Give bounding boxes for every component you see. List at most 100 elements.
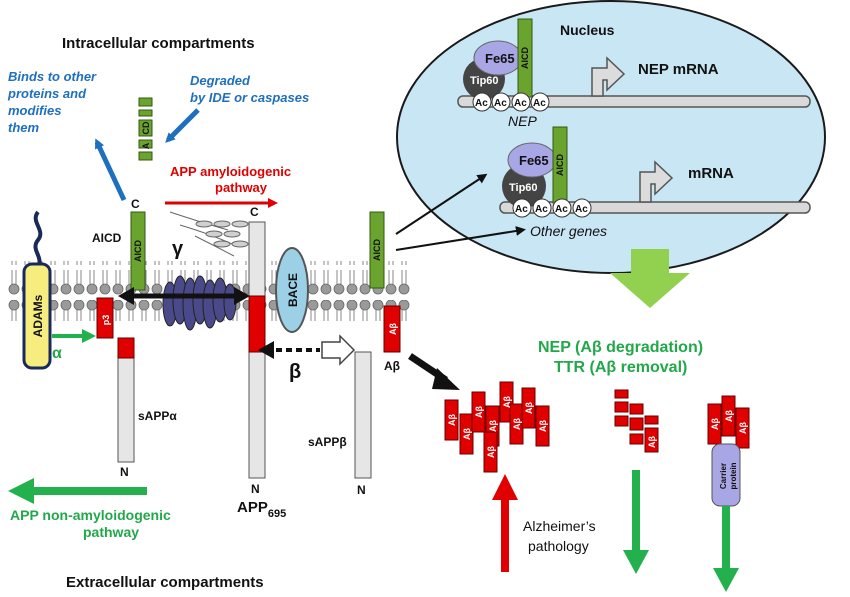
aicd-right-label: AICD [372, 239, 382, 261]
gamma-label: γ [172, 238, 184, 260]
gamma-secretase [162, 275, 237, 331]
svg-text:Ac: Ac [494, 98, 507, 109]
aicd-nuclear-bottom-label: AICD [555, 154, 565, 176]
degraded-note: Degraded by IDE or caspases [190, 73, 309, 105]
amyloidogenic-label-2: pathway [215, 180, 268, 195]
abeta-carrier-complex: Aβ Aβ Aβ Carrier protein [707, 395, 750, 507]
sappa-red-tip [117, 337, 135, 359]
svg-text:Aβ: Aβ [488, 420, 498, 432]
p3-fragment [96, 297, 114, 339]
abeta-label: Aβ [384, 359, 400, 373]
c-left-label: C [131, 197, 140, 211]
sappb-rod [354, 351, 372, 479]
gamma-cleavage-arrow [118, 287, 250, 305]
svg-text:Aβ: Aβ [512, 418, 522, 430]
aicd-left [130, 211, 146, 291]
aicd-left-label: AICD [133, 240, 143, 262]
nep-removal-arrow-head [623, 550, 649, 574]
alpha-label: α [52, 345, 62, 362]
svg-text:Aβ: Aβ [538, 420, 548, 432]
gamma-fragments [169, 211, 249, 257]
bace-shape [275, 247, 309, 333]
extracellular-header: Extracellular compartments [66, 574, 264, 591]
binds-note: Binds to other proteins and modifies the… [7, 69, 97, 135]
svg-text:protein: protein [729, 462, 738, 489]
svg-text:Aβ: Aβ [738, 422, 748, 434]
abeta-aggregate: Aβ Aβ Aβ Aβ Aβ Aβ Aβ Aβ Aβ [444, 381, 550, 473]
n-right-label: N [357, 483, 366, 497]
svg-text:Degraded: Degraded [190, 73, 251, 88]
svg-text:modifies: modifies [8, 103, 61, 118]
aicd-to-nep-arrow [395, 173, 488, 235]
non-amyloidogenic-arrow-head [8, 478, 34, 504]
alzheimers-arrow-head [492, 474, 518, 500]
ttr-removal-arrow-head [713, 568, 739, 592]
beta-cleavage-arrow [258, 334, 356, 366]
abeta-membrane-label: Aβ [388, 323, 398, 335]
transcription-arrow-nep [591, 56, 626, 97]
app695-abeta-domain [248, 295, 266, 353]
fe65-top-label: Fe65 [485, 51, 515, 66]
ac-group-bottom: Ac Ac Ac Ac [512, 198, 592, 218]
svg-text:CD: CD [141, 121, 151, 134]
svg-text:Aβ: Aβ [647, 436, 657, 448]
beta-label: β [289, 361, 301, 383]
svg-text:Aβ: Aβ [474, 406, 484, 418]
bace-label: BACE [286, 273, 300, 307]
nucleus-output-arrow [610, 249, 690, 308]
non-amyloidogenic-label-2: pathway [83, 524, 139, 540]
nep-degradation-label: NEP (Aβ degradation) [538, 339, 703, 356]
svg-text:Ac: Ac [535, 204, 548, 215]
tip60-top-label: Tip60 [470, 75, 499, 87]
aicd-nuclear-top-label: AICD [520, 47, 530, 69]
svg-text:Aβ: Aβ [447, 414, 457, 426]
tip60-bottom-label: Tip60 [509, 182, 538, 194]
aicd-degraded-fragments: CD A [138, 97, 153, 161]
adams-tail [33, 210, 43, 269]
amyloidogenic-label-1: APP amyloidogenic [170, 164, 291, 179]
nep-mrna-label: NEP mRNA [638, 61, 719, 78]
abeta-degraded: Aβ [614, 389, 659, 453]
fe65-bottom-label: Fe65 [519, 153, 549, 168]
ttr-removal-label: TTR (Aβ removal) [554, 359, 687, 376]
binds-arrow [94, 138, 127, 202]
adams-shape [22, 262, 52, 370]
aicd-left-text: AICD [92, 231, 122, 245]
p3-label: p3 [101, 315, 111, 326]
svg-text:Binds to other: Binds to other [8, 69, 97, 84]
nep-gene-label: NEP [508, 113, 537, 129]
mrna-label: mRNA [688, 165, 734, 182]
svg-text:them: them [8, 120, 40, 135]
svg-text:proteins and: proteins and [7, 86, 87, 101]
svg-text:Ac: Ac [515, 204, 528, 215]
adams-label: ADAMs [31, 294, 45, 337]
nucleus-label: Nucleus [560, 22, 615, 38]
nucleus-shape [396, 0, 826, 274]
svg-text:Ac: Ac [475, 98, 488, 109]
svg-text:Ac: Ac [533, 98, 546, 109]
alzheimers-label-1: Alzheimer’s [523, 518, 596, 534]
sappb-label: sAPPβ [308, 435, 347, 449]
svg-text:Ac: Ac [575, 204, 588, 215]
aicd-to-other-arrow [395, 226, 526, 251]
alzheimers-label-2: pathology [528, 538, 589, 554]
c-mid-label: C [250, 205, 259, 219]
abeta-arrow-head [432, 368, 460, 390]
intracellular-header: Intracellular compartments [62, 35, 255, 52]
app695-label: APP695 [237, 499, 286, 520]
svg-text:Aβ: Aβ [710, 418, 720, 430]
svg-text:A: A [141, 142, 151, 149]
non-amyloidogenic-label-1: APP non-amyloidogenic [10, 507, 171, 523]
svg-text:Ac: Ac [514, 98, 527, 109]
svg-text:Aβ: Aβ [524, 402, 534, 414]
transcription-arrow-other [639, 160, 674, 203]
abeta-membrane [383, 305, 401, 353]
n-left-label: N [120, 465, 129, 479]
svg-text:by IDE or caspases: by IDE or caspases [190, 90, 309, 105]
alpha-arrow-head [82, 329, 96, 343]
svg-text:Aβ: Aβ [486, 446, 496, 458]
svg-text:Ac: Ac [555, 204, 568, 215]
n-mid-label: N [251, 482, 260, 496]
svg-text:Aβ: Aβ [462, 428, 472, 440]
